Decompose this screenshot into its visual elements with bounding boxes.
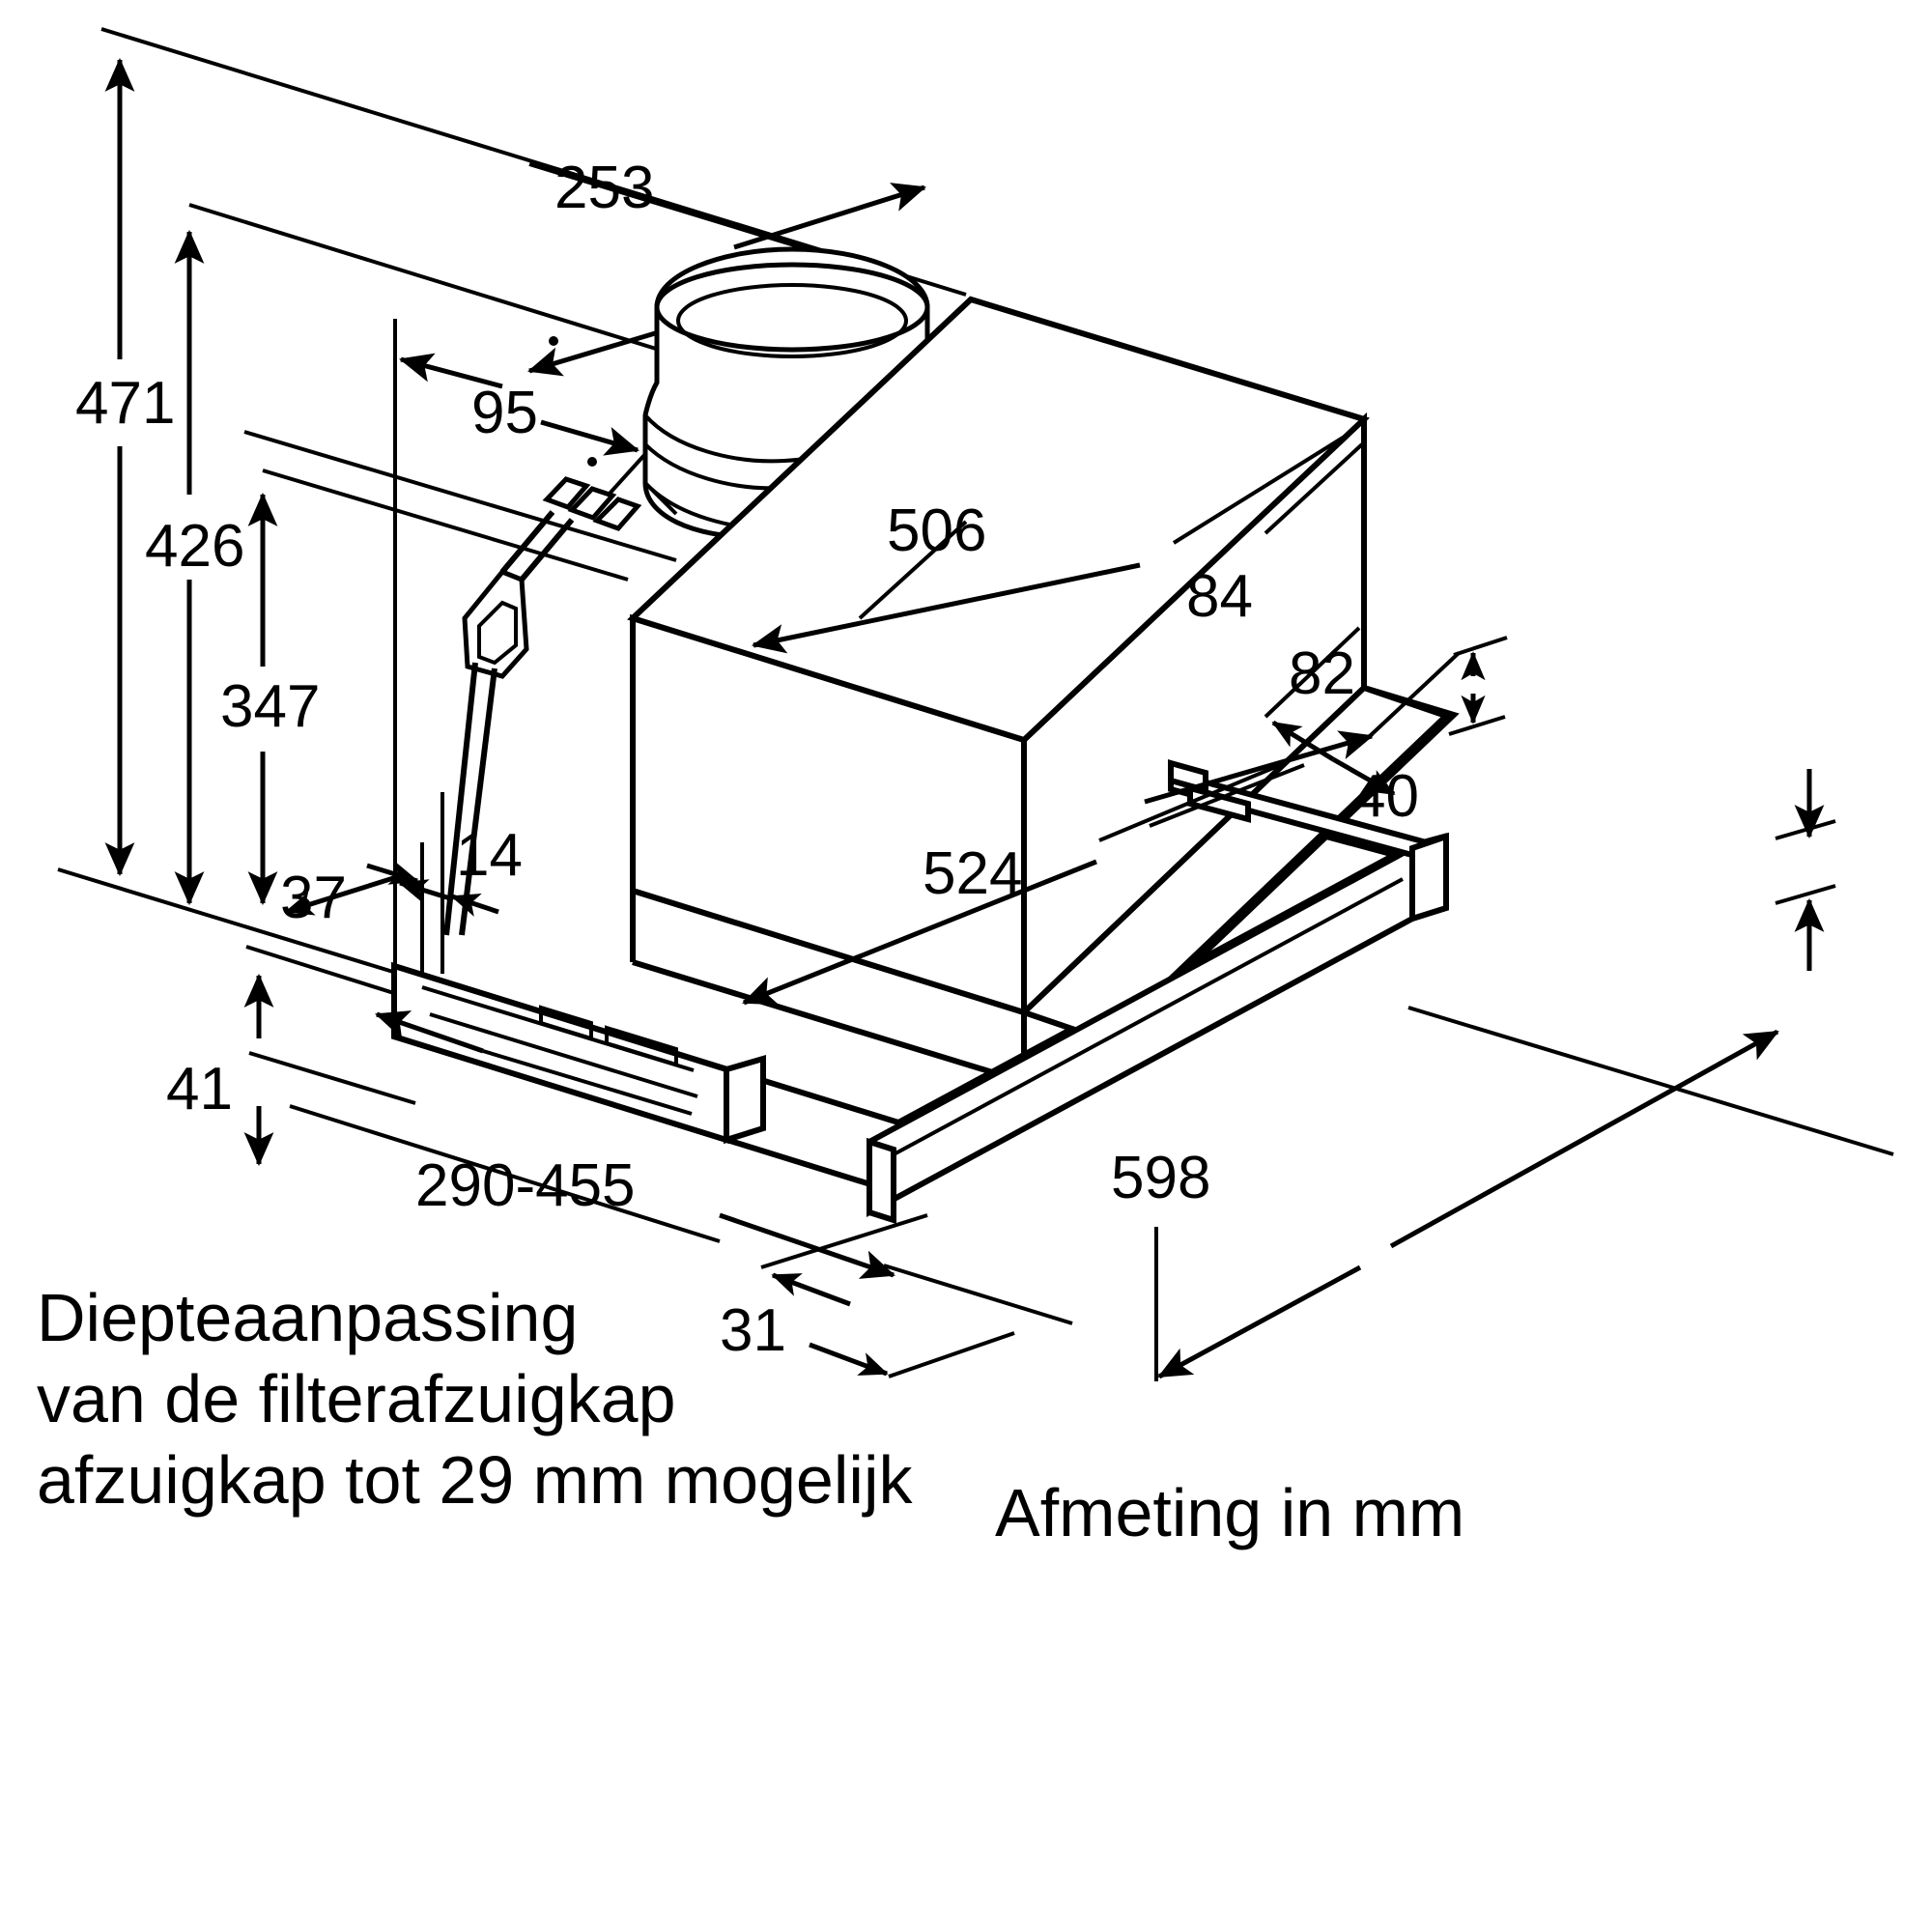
drawer-width-dimension	[742, 730, 1375, 1006]
units-note: Afmeting in mm	[995, 1475, 1464, 1550]
canopy-width-dimension	[751, 433, 1364, 654]
dim-label-31: 31	[720, 1297, 786, 1364]
duct-side-offset-dimension	[243, 353, 677, 562]
dim-label-598: 598	[1111, 1145, 1210, 1211]
slide-bar	[391, 961, 766, 1145]
units-label: Afmeting in mm	[995, 1475, 1464, 1550]
front-lip-dimension	[760, 1213, 1015, 1378]
dim-label-253: 253	[554, 155, 654, 221]
rail-height-dimension	[1775, 769, 1836, 971]
dim-label-426: 426	[145, 513, 244, 580]
front-panel-depth-dimension	[1264, 626, 1461, 797]
overall-width-dimension	[1154, 1029, 1779, 1381]
rear-gap-dimensions	[284, 319, 499, 1024]
dim-label-290-455: 290-455	[415, 1152, 636, 1219]
dim-label-40: 40	[1352, 763, 1419, 830]
dim-label-41: 41	[166, 1056, 233, 1122]
tray-right-end	[1409, 832, 1449, 923]
front-panel-height-dimension	[1448, 636, 1508, 736]
dim-label-82: 82	[1289, 640, 1355, 707]
dim-label-37: 37	[280, 865, 347, 931]
canopy-box-front	[627, 296, 1370, 1020]
dim-label-347: 347	[220, 673, 320, 740]
dim-label-471: 471	[75, 370, 175, 437]
depth-range-dimension	[375, 1010, 895, 1279]
vertical-dimension-lines	[104, 57, 278, 1167]
note-line-1: Diepteaanpassing	[37, 1280, 578, 1355]
dim-label-14: 14	[456, 822, 523, 889]
hinge-bracket	[443, 476, 642, 936]
note-line-2: van de filterafzuigkap	[37, 1361, 676, 1436]
dim-label-84: 84	[1186, 563, 1253, 630]
depth-adjustment-note: Diepteaanpassing van de filterafzuigkap …	[37, 1280, 914, 1518]
dimension-labels: 471 426 347 253 95 506 524 84 82 40 598 …	[75, 155, 1419, 1364]
dim-label-95: 95	[471, 380, 538, 446]
note-line-3: afzuigkap tot 29 mm mogelijk	[37, 1442, 914, 1518]
dim-label-506: 506	[887, 497, 986, 564]
dim-label-524: 524	[923, 840, 1022, 907]
